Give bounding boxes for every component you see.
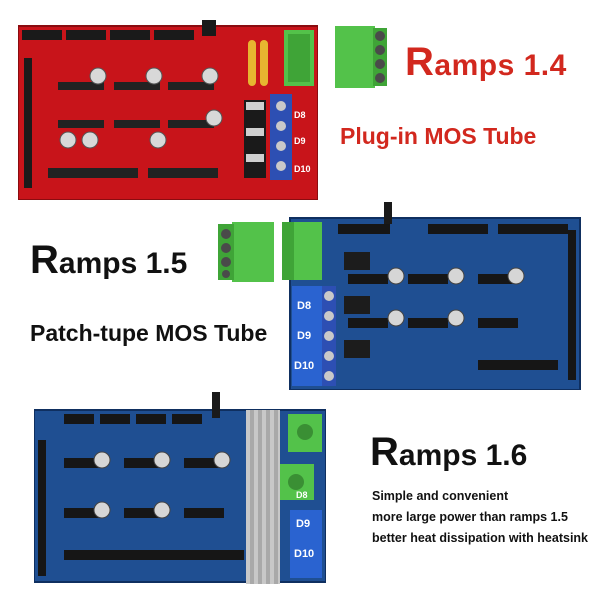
ramps-1-4-title-initial: R <box>405 40 435 84</box>
ramps-1-4-pin-label-d9: D9 <box>294 136 306 146</box>
ramps-1-5-board-photo: D8 D9 D10 <box>278 200 582 390</box>
ramps-1-6-pin-label-d8: D8 <box>296 490 308 500</box>
ramps-1-6-feature-1: Simple and convenient <box>372 489 509 503</box>
ramps-1-6-feature-list: Simple and convenient more large power t… <box>372 486 588 549</box>
ramps-1-5-pin-label-d10: D10 <box>294 360 315 372</box>
ramps-1-6-pin-label-d9: D9 <box>296 518 311 530</box>
ramps-1-6-board-graphic <box>34 392 326 584</box>
ramps-1-6-board-photo: D8 D9 D10 <box>34 390 326 584</box>
ramps-1-6-feature-2: more large power than ramps 1.5 <box>372 510 568 524</box>
ramps-1-4-title-rest: amps 1.4 <box>434 49 567 82</box>
ramps-1-5-board-graphic <box>282 202 581 390</box>
ramps-1-6-feature-3: better heat dissipation with heatsink <box>372 531 589 545</box>
ramps-1-5-pin-label-d8: D8 <box>297 300 312 312</box>
ramps-1-4-pin-label-d8: D8 <box>294 110 306 120</box>
ramps-1-6-title: Ramps 1.6 <box>370 430 527 475</box>
ramps-1-6-pin-label-d10: D10 <box>294 548 315 560</box>
ramps-1-4-green-terminal <box>335 26 387 88</box>
ramps-1-5-subtitle: Patch-tupe MOS Tube <box>30 320 268 346</box>
ramps-1-5-pin-label-d9: D9 <box>297 330 312 342</box>
ramps-1-6-title-rest: amps 1.6 <box>398 439 528 472</box>
ramps-1-4-board-graphic <box>18 20 318 200</box>
ramps-1-6-title-initial: R <box>370 430 399 474</box>
ramps-1-5-title-rest: amps 1.5 <box>58 247 188 280</box>
ramps-1-4-board-photo: D8 D9 D10 <box>18 18 318 200</box>
ramps-1-5-title-initial: R <box>30 238 59 282</box>
ramps-1-4-title: Ramps 1.4 <box>405 40 567 85</box>
ramps-1-5-title: Ramps 1.5 <box>30 238 187 283</box>
ramps-1-4-subtitle: Plug-in MOS Tube <box>340 123 537 149</box>
ramps-1-4-pin-label-d10: D10 <box>294 164 311 174</box>
ramps-1-5-green-terminal-left <box>218 222 274 282</box>
